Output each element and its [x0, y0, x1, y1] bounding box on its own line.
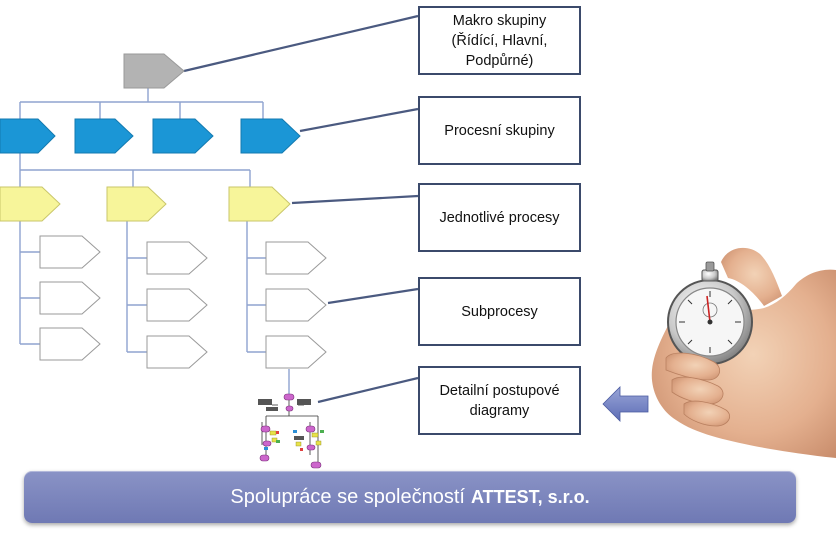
subprocess-shape [39, 281, 101, 315]
subprocess-shape [146, 241, 208, 275]
subprocess-shape [39, 327, 101, 361]
process-groups-label: Procesní skupiny [418, 96, 581, 165]
subprocess-shape [146, 288, 208, 322]
process-group-shape [74, 118, 134, 154]
subprocess-shape [39, 235, 101, 269]
process-shape [106, 186, 167, 222]
subprocess-shape [265, 288, 327, 322]
macro-group-shape [123, 53, 185, 89]
macro-groups-label: Makro skupiny (Řídící, Hlavní, Podpůrné) [418, 6, 581, 75]
subprocess-shape [265, 241, 327, 275]
leader-lines [183, 14, 419, 404]
left-arrow-icon [602, 386, 649, 422]
subprocess-shape [265, 335, 327, 369]
banner-prefix: Spolupráce se společností [230, 485, 465, 508]
detail-diagrams-label: Detailní postupové diagramy [418, 366, 581, 435]
stopwatch-hand-icon [651, 247, 836, 458]
banner-company: ATTEST, s.r.o. [470, 486, 590, 507]
process-group-shape [0, 118, 56, 154]
process-shape [0, 186, 61, 222]
flowchart-thumbnail-icon [258, 393, 324, 469]
process-shapes [0, 186, 291, 222]
process-group-shape [152, 118, 214, 154]
process-group-shape [240, 118, 301, 154]
process-shape [228, 186, 291, 222]
subprocess-shapes [39, 235, 327, 369]
subprocesses-label: Subprocesy [418, 277, 581, 346]
processes-label: Jednotlivé procesy [418, 183, 581, 252]
subprocess-shape [146, 335, 208, 369]
process-group-shapes [0, 118, 301, 154]
tree-connectors [19, 86, 290, 394]
